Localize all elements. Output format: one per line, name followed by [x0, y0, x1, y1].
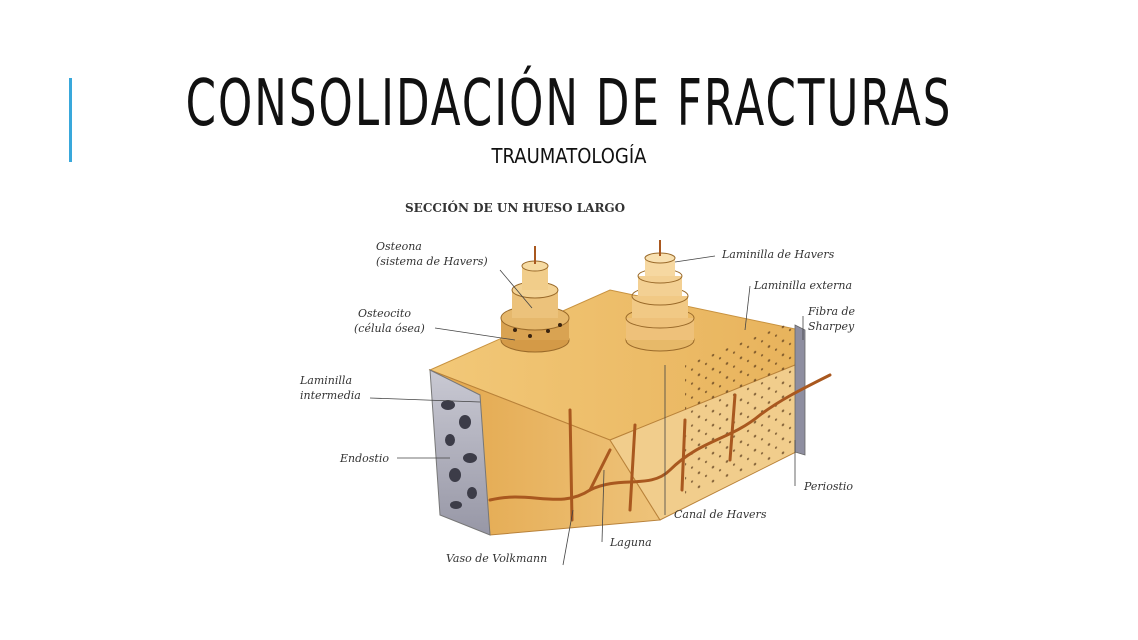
bone-section-illustration: SECCIÓN DE UN HUESO LARGO	[299, 199, 856, 566]
label-laminilla-externa: Laminilla externa	[753, 279, 852, 292]
label-fibra-sharpey-sub: Sharpey	[808, 320, 855, 333]
osteon-left	[500, 246, 570, 353]
bone-section-diagram: SECCIÓN DE UN HUESO LARGO	[290, 190, 870, 575]
osteon-right	[625, 240, 695, 352]
diagram-title: SECCIÓN DE UN HUESO LARGO	[405, 199, 625, 215]
label-laminilla-havers: Laminilla de Havers	[721, 248, 835, 261]
label-vaso-volkmann: Vaso de Volkmann	[446, 552, 547, 565]
label-osteocito-sub: (célula ósea)	[354, 322, 425, 335]
spongy-bone-holes	[441, 400, 477, 509]
label-osteona-sub: (sistema de Havers)	[376, 255, 488, 268]
slide-title: CONSOLIDACIÓN DE FRACTURAS	[185, 67, 953, 141]
label-laminilla-intermedia: Laminilla	[299, 374, 352, 387]
label-laguna: Laguna	[609, 536, 652, 549]
label-fibra-sharpey: Fibra de	[807, 305, 856, 318]
accent-bar	[69, 78, 72, 162]
blood-vessels	[488, 373, 832, 522]
label-canal-havers: Canal de Havers	[674, 508, 767, 521]
label-periostio: Periostio	[803, 480, 853, 493]
label-osteocito: Osteocito	[358, 307, 411, 320]
leader-lines	[369, 255, 804, 566]
lacunae-dots	[685, 320, 795, 496]
label-endostio: Endostio	[339, 452, 389, 465]
slide-subtitle: TRAUMATOLOGÍA	[491, 144, 647, 168]
label-osteona: Osteona	[376, 240, 422, 253]
label-laminilla-intermedia-sub: intermedia	[300, 389, 361, 402]
